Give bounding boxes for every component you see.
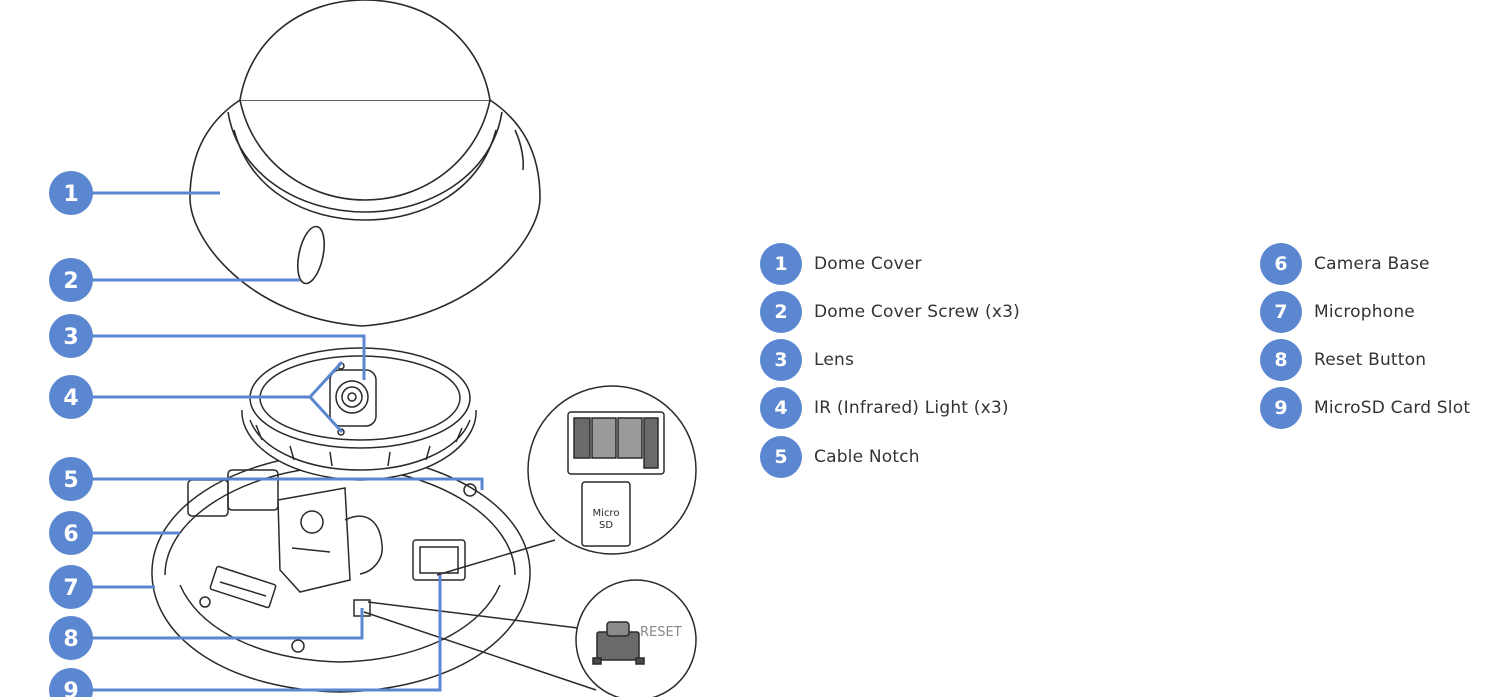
legend-label: Reset Button <box>1314 350 1427 370</box>
legend-label: IR (Infrared) Light (x3) <box>814 398 1009 418</box>
legend-item-cable-notch: 5 Cable Notch <box>760 435 920 479</box>
legend-label: Dome Cover <box>814 254 922 274</box>
callout-badge-2: 2 <box>49 258 93 302</box>
callout-badge-8: 8 <box>49 616 93 660</box>
reset-inset: RESET <box>363 579 697 697</box>
microsd-label-micro: Micro <box>593 508 620 519</box>
legend-item-dome-cover-screw: 2 Dome Cover Screw (x3) <box>760 290 1020 334</box>
callout-number: 9 <box>63 679 78 697</box>
callout-badge-3: 3 <box>49 314 93 358</box>
callout-number: 4 <box>63 386 78 411</box>
legend-badge: 1 <box>760 243 802 285</box>
callout-badge-4: 4 <box>49 375 93 419</box>
callout-number: 6 <box>63 522 78 547</box>
microsd-label-sd: SD <box>599 520 613 531</box>
legend-label: Cable Notch <box>814 447 920 467</box>
legend-badge: 6 <box>1260 243 1302 285</box>
legend-item-ir-light: 4 IR (Infrared) Light (x3) <box>760 386 1009 430</box>
microsd-inset: Micro SD <box>436 385 697 576</box>
legend-badge: 3 <box>760 339 802 381</box>
callout-number: 2 <box>63 269 78 294</box>
legend-label: Dome Cover Screw (x3) <box>814 302 1020 322</box>
legend-badge: 5 <box>760 436 802 478</box>
legend-item-microsd-card-slot: 9 MicroSD Card Slot <box>1260 386 1470 430</box>
legend-item-camera-base: 6 Camera Base <box>1260 242 1430 286</box>
legend-item-lens: 3 Lens <box>760 338 854 382</box>
legend-badge: 8 <box>1260 339 1302 381</box>
callout-number: 5 <box>63 468 78 493</box>
legend-badge: 4 <box>760 387 802 429</box>
camera-diagram: Micro SD RESET 1 2 3 4 5 6 7 8 9 <box>49 0 697 697</box>
legend-item-reset-button: 8 Reset Button <box>1260 338 1426 382</box>
callout-badge-6: 6 <box>49 511 93 555</box>
callout-number: 3 <box>63 325 78 350</box>
legend-label: Camera Base <box>1314 254 1430 274</box>
callout-number: 8 <box>63 627 78 652</box>
legend-badge: 2 <box>760 291 802 333</box>
reset-label: RESET <box>640 625 682 640</box>
callout-number: 1 <box>63 182 78 207</box>
callout-badge-9: 9 <box>49 668 93 697</box>
callout-badge-5: 5 <box>49 457 93 501</box>
legend-badge: 7 <box>1260 291 1302 333</box>
callout-badge-7: 7 <box>49 565 93 609</box>
camera-base-drawing <box>151 451 531 693</box>
camera-head-drawing <box>241 347 477 481</box>
legend-item-microphone: 7 Microphone <box>1260 290 1415 334</box>
legend-label: Microphone <box>1314 302 1415 322</box>
callout-badge-1: 1 <box>49 171 93 215</box>
legend-badge: 9 <box>1260 387 1302 429</box>
legend-label: Lens <box>814 350 855 370</box>
leader-lines <box>92 191 484 692</box>
callout-number: 7 <box>63 576 78 601</box>
dome-cover-drawing <box>189 0 541 327</box>
legend-item-dome-cover: 1 Dome Cover <box>760 242 922 286</box>
legend-label: MicroSD Card Slot <box>1314 398 1471 418</box>
callout-badges: 1 2 3 4 5 6 7 8 9 <box>49 171 93 697</box>
